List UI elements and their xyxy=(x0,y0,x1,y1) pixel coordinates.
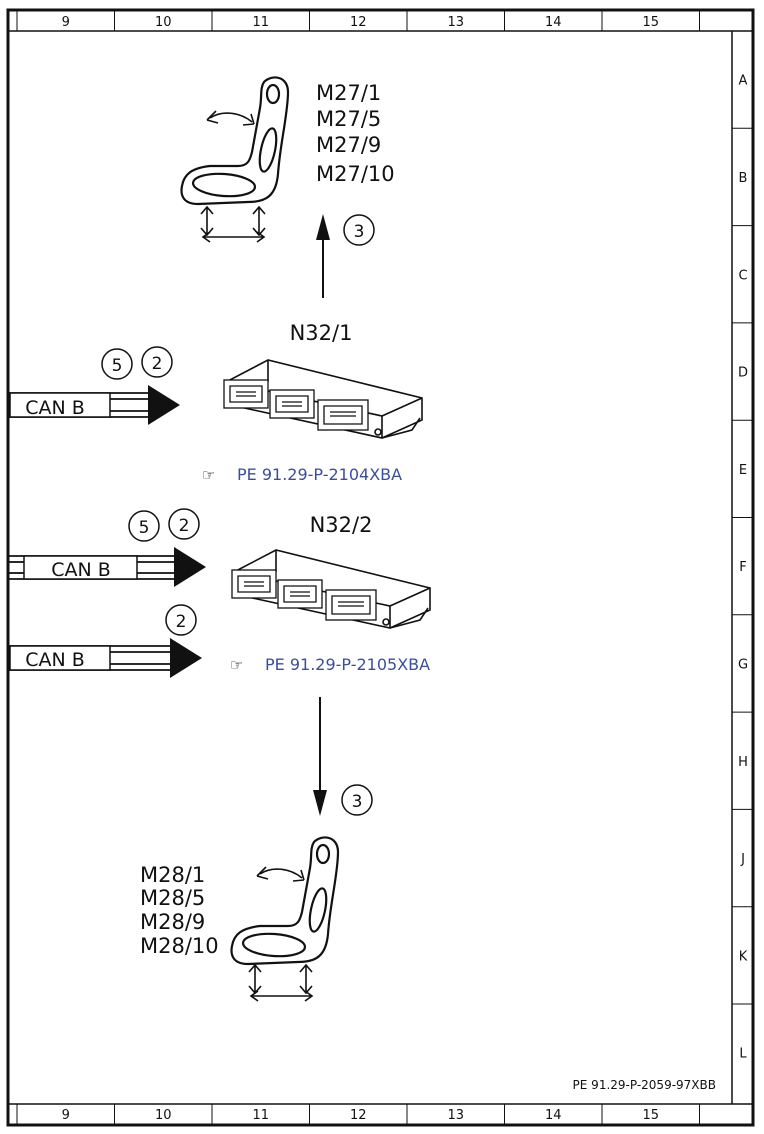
frame-row-label: B xyxy=(739,171,748,186)
can-bus-1 xyxy=(8,385,180,425)
seat-top-label: M27/9 xyxy=(316,133,381,157)
frame-row-label: A xyxy=(739,74,748,89)
can-label-module2: CAN B xyxy=(51,559,111,581)
frame-column-label: 9 xyxy=(62,15,70,30)
frame-column-label: 11 xyxy=(252,15,269,30)
seat-bottom-icon xyxy=(230,836,340,1002)
arrow-up-to-seat xyxy=(316,214,330,298)
badge-text: 3 xyxy=(354,222,365,242)
drawing-frame xyxy=(6,8,755,1127)
control-unit-n32-1-icon xyxy=(223,359,423,439)
can-label-module1: CAN B xyxy=(25,397,85,419)
reference-text[interactable]: PE 91.29-P-2105XBA xyxy=(265,655,430,674)
seat-bottom-label: M28/10 xyxy=(140,934,219,958)
reference-link-module2[interactable]: ☞ PE 91.29-P-2105XBA xyxy=(230,655,430,674)
seat-top-label: M27/1 xyxy=(316,81,381,105)
seat-bottom-labels: M28/1 M28/5 M28/9 M28/10 xyxy=(140,863,219,958)
frame-row-label: H xyxy=(738,755,748,770)
badge-text: 2 xyxy=(179,516,190,536)
can-bus-3 xyxy=(8,638,202,678)
frame-column-label: 15 xyxy=(642,1108,659,1123)
frame-column-label: 13 xyxy=(447,15,464,30)
badge-text: 5 xyxy=(139,518,150,538)
frame-column-label: 12 xyxy=(350,15,367,30)
pointing-hand-icon: ☞ xyxy=(230,656,243,674)
reference-text[interactable]: PE 91.29-P-2104XBA xyxy=(237,465,402,484)
module2-title: N32/2 xyxy=(310,513,373,537)
badge-text: 3 xyxy=(352,792,363,812)
frame-column-label: 12 xyxy=(350,1108,367,1123)
seat-top-label: M27/10 xyxy=(316,162,395,186)
frame-column-label: 14 xyxy=(545,1108,562,1123)
frame-column-label: 11 xyxy=(252,1108,269,1123)
frame-row-label: C xyxy=(738,268,747,283)
frame-row-label: J xyxy=(740,852,745,867)
badge-2-module1: 2 xyxy=(141,346,173,378)
seat-bottom-label: M28/9 xyxy=(140,910,205,934)
control-unit-n32-2-icon xyxy=(231,549,431,629)
frame-row-label: L xyxy=(739,1047,747,1062)
can-bus-2 xyxy=(8,547,206,587)
module1-title: N32/1 xyxy=(290,321,353,345)
frame-column-label: 10 xyxy=(155,15,172,30)
frame-column-label: 10 xyxy=(155,1108,172,1123)
badge-text: 5 xyxy=(112,356,123,376)
frame-row-label: D xyxy=(738,366,748,381)
seat-top-label: M27/5 xyxy=(316,107,381,131)
badge-2-can2: 2 xyxy=(165,604,197,636)
badge-3-top: 3 xyxy=(343,214,375,246)
frame-row-label: G xyxy=(738,657,748,672)
frame-column-label: 15 xyxy=(642,15,659,30)
pointing-hand-icon: ☞ xyxy=(202,466,215,484)
badge-3-bottom: 3 xyxy=(341,784,373,816)
badge-5-module1: 5 xyxy=(101,348,133,380)
frame-column-label: 9 xyxy=(62,1108,70,1123)
arrow-down-to-seat xyxy=(313,697,327,816)
seat-bottom-label: M28/5 xyxy=(140,886,205,910)
reference-link-module1[interactable]: ☞ PE 91.29-P-2104XBA xyxy=(202,465,402,484)
seat-bottom-label: M28/1 xyxy=(140,863,205,887)
badge-text: 2 xyxy=(152,354,163,374)
badge-2-module2: 2 xyxy=(168,508,200,540)
frame-row-label: F xyxy=(739,560,746,575)
frame-column-label: 14 xyxy=(545,15,562,30)
badge-5-module2: 5 xyxy=(128,510,160,542)
badge-text: 2 xyxy=(176,612,187,632)
frame-row-label: K xyxy=(739,949,748,964)
frame-grid-ticks xyxy=(16,10,753,1125)
seat-top-labels: M27/1 M27/5 M27/9 M27/10 xyxy=(316,81,395,186)
frame-column-label: 13 xyxy=(447,1108,464,1123)
seat-top-icon xyxy=(180,76,290,243)
document-id: PE 91.29-P-2059-97XBB xyxy=(573,1078,716,1092)
frame-row-label: E xyxy=(739,463,747,478)
can-label-can2: CAN B xyxy=(25,649,85,671)
